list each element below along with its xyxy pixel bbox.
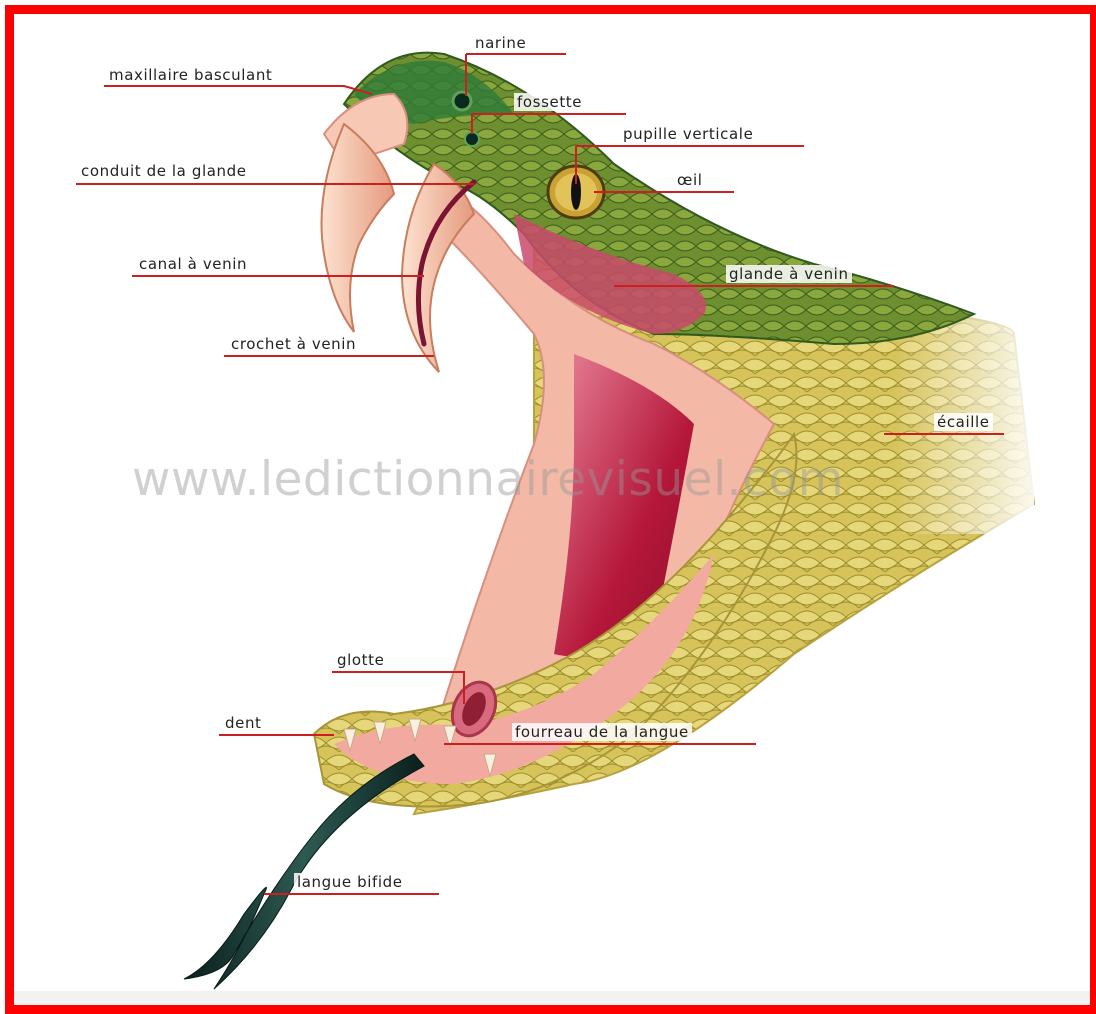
- label-fourreau-langue: fourreau de la langue: [512, 723, 692, 741]
- label-conduit-glande: conduit de la glande: [78, 162, 250, 180]
- label-glotte: glotte: [334, 651, 387, 669]
- label-ecaille: écaille: [934, 413, 993, 431]
- label-canal-venin: canal à venin: [136, 255, 250, 273]
- label-dent: dent: [222, 714, 265, 732]
- label-crochet-venin: crochet à venin: [228, 335, 359, 353]
- diagram-frame: www.ledictionnairevisuel.com maxillaire …: [5, 5, 1096, 1014]
- label-narine: narine: [472, 34, 529, 52]
- label-layer: maxillaire basculant narine fossette pup…: [14, 14, 1090, 1005]
- label-glande-venin: glande à venin: [726, 265, 852, 283]
- label-oeil: œil: [674, 171, 705, 189]
- label-pupille-verticale: pupille verticale: [620, 125, 756, 143]
- footer-strip: [14, 991, 1090, 1005]
- label-maxillaire-basculant: maxillaire basculant: [106, 66, 275, 84]
- label-fossette: fossette: [514, 93, 585, 111]
- label-langue-bifide: langue bifide: [294, 873, 406, 891]
